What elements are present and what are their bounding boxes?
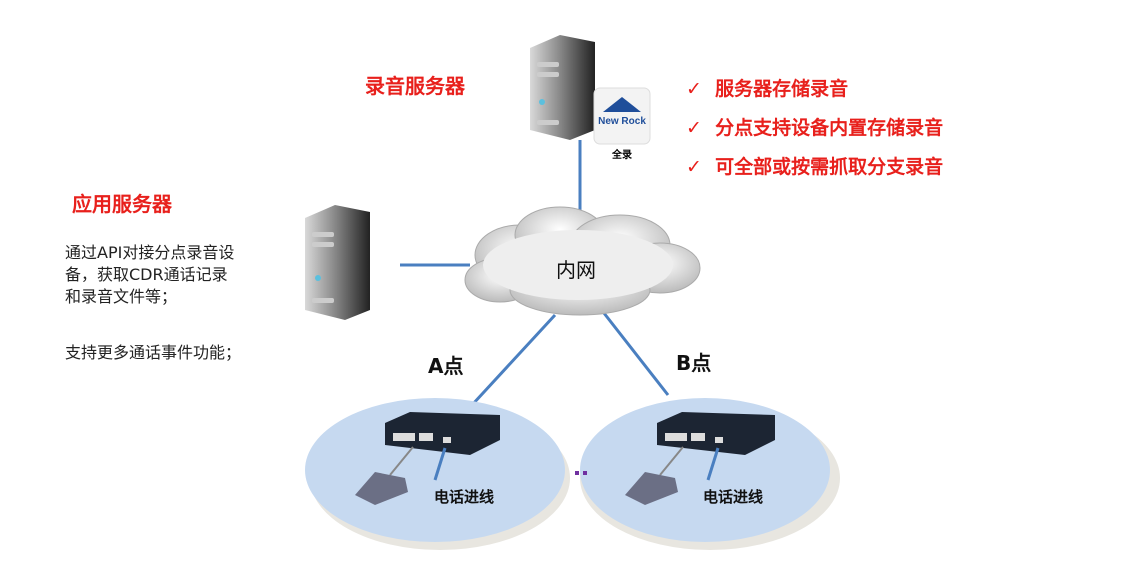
phone-icon [355, 472, 678, 505]
site-a-label: A点 [428, 354, 464, 378]
check-icon: ✓ [686, 156, 702, 178]
feature-item: ✓ 分点支持设备内置存储录音 [686, 117, 944, 139]
check-icon: ✓ [686, 78, 702, 100]
feature-item: ✓ 服务器存储录音 [686, 78, 849, 100]
app-server-icon [305, 205, 370, 320]
gateway-a-icon [385, 412, 500, 455]
site-b-label: B点 [676, 351, 712, 375]
link-site-b [598, 307, 670, 396]
site-a-line-label: 电话进线 [434, 488, 495, 506]
network-links [400, 140, 670, 407]
link-site-a [470, 313, 557, 407]
app-server-title: 应用服务器 [72, 192, 172, 216]
feature-item: ✓ 可全部或按需抓取分支录音 [686, 156, 944, 178]
check-icon: ✓ [686, 117, 702, 139]
newrock-logo [593, 87, 651, 145]
logo-caption: 全录 [612, 150, 632, 161]
recording-server-icon [530, 35, 595, 140]
newrock-mountain-icon [603, 97, 641, 112]
ellipsis-dot [575, 471, 579, 475]
feature-list: ✓ 服务器存储录音 ✓ 分点支持设备内置存储录音 ✓ 可全部或按需抓取分支录音 [686, 70, 943, 187]
app-server-desc2: 支持更多通话事件功能； [65, 343, 242, 362]
cloud-core [483, 230, 673, 300]
gateway-b-icon [657, 412, 775, 455]
app-server-desc: 通过API对接分点录音设 备，获取CDR通话记录 和录音文件等； [65, 243, 235, 306]
site-b-line-label: 电话进线 [703, 488, 764, 506]
ellipsis-dot [583, 471, 587, 475]
svg-text:New Rock: New Rock [598, 116, 646, 127]
intranet-label: 内网 [556, 258, 596, 282]
recording-server-title: 录音服务器 [365, 74, 465, 98]
